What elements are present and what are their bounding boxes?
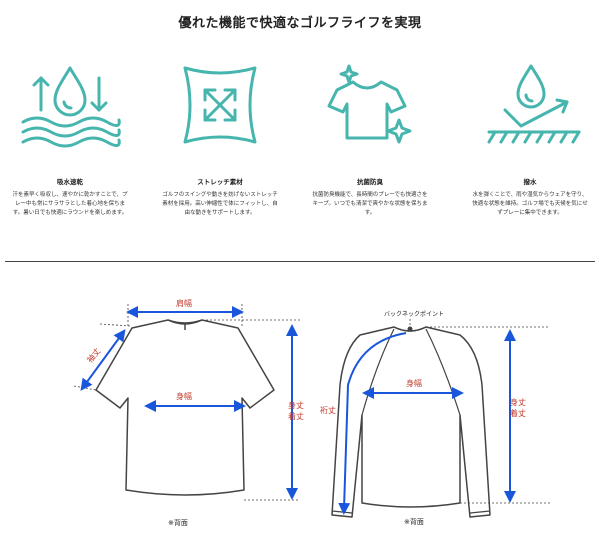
water-drop-absorb-icon <box>21 66 121 148</box>
page-headline: 優れた機能で快適なゴルフライフを実現 <box>178 16 422 31</box>
longsleeve-size-diagram: バックネックポイント 裄丈 身幅 身丈 着丈 ※背面 <box>320 305 590 545</box>
feature-description: ゴルフのスイングや動きを妨げないストレッチ 素材を採用。高い伸縮性で体にフィット… <box>162 192 278 216</box>
total-length-label: 着丈 <box>510 409 526 418</box>
body-length-label: 身丈 <box>510 398 526 407</box>
feature-stretch: ストレッチ素材 ゴルフのスイングや動きを妨げないストレッチ 素材を採用。高い伸縮… <box>150 55 290 218</box>
feature-description: 汗を素早く吸収し、速やかに乾かすことで、プ レー中も常にサラサラとした着心地を保… <box>12 192 128 216</box>
body-width-label: 身幅 <box>176 392 192 401</box>
feature-description: 抗菌防臭機能で、長時間のプレーでも快適さを キープ。いつでも清潔で爽やかな状態を… <box>312 192 428 216</box>
total-length-label: 着丈 <box>288 412 304 421</box>
body-width-label: 身幅 <box>406 379 422 388</box>
body-length-label: 身丈 <box>288 401 304 410</box>
longsleeve-back-outline <box>331 319 550 518</box>
section-divider <box>5 261 595 262</box>
back-view-note: ※背面 <box>404 518 424 526</box>
stretch-icon <box>183 66 257 144</box>
back-neck-point-label: バックネックポイント <box>384 311 445 318</box>
feature-antibacterial: 抗菌防臭 抗菌防臭機能で、長時間のプレーでも快適さを キープ。いつでも清潔で爽や… <box>300 55 440 218</box>
feature-water-repellent: 撥水 水を弾くことで、雨や湿気からウェアを守り、 快適な状態を維持。ゴルフ場でも… <box>460 55 600 218</box>
feature-title: 撥水 <box>523 178 537 186</box>
water-repellent-icon <box>487 64 581 144</box>
feature-title: ストレッチ素材 <box>197 178 243 186</box>
yuki-length-label: 裄丈 <box>320 406 336 415</box>
shoulder-width-label: 肩幅 <box>176 299 192 308</box>
feature-description: 水を弾くことで、雨や湿気からウェアを守り、 快適な状態を維持。ゴルフ場でも天候を… <box>472 192 588 216</box>
feature-title: 吸水速乾 <box>57 178 83 186</box>
feature-water-absorb: 吸水速乾 汗を素早く吸収し、速やかに乾かすことで、プ レー中も常にサラサラとした… <box>0 55 140 218</box>
antibacterial-shirt-icon <box>327 64 412 144</box>
tshirt-back-outline <box>73 304 300 501</box>
feature-title: 抗菌防臭 <box>357 178 383 186</box>
tshirt-size-diagram: 肩幅 袖丈 身幅 身丈 着丈 ※背面 <box>60 290 320 540</box>
back-view-note: ※背面 <box>168 519 188 527</box>
